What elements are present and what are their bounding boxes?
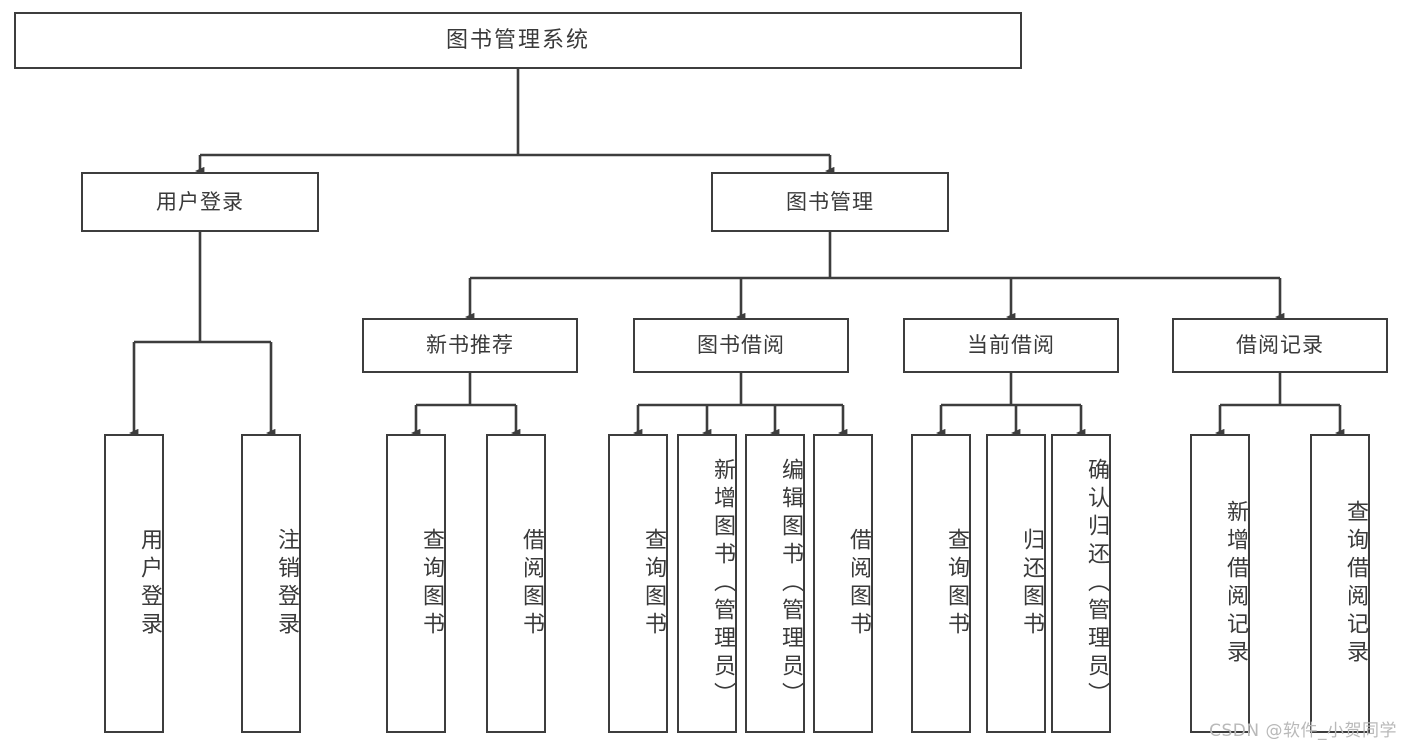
node-label: 借阅记录 (1236, 333, 1324, 358)
node-label: 注销登录 (274, 527, 299, 640)
node-leaf-borrow-book-borrow[interactable]: 借阅图书 (813, 434, 873, 733)
node-label: 查询图书 (419, 527, 444, 640)
node-borrow-record[interactable]: 借阅记录 (1172, 318, 1388, 373)
node-leaf-return-book[interactable]: 归还图书 (986, 434, 1046, 733)
node-leaf-query-borrow-record[interactable]: 查询借阅记录 (1310, 434, 1370, 733)
node-current-borrow[interactable]: 当前借阅 (903, 318, 1119, 373)
node-leaf-confirm-return-admin[interactable]: 确认归还（管理员） (1051, 434, 1111, 733)
node-label: 借阅图书 (846, 527, 871, 640)
node-label: 当前借阅 (967, 333, 1055, 358)
node-label: 新增借阅记录 (1223, 499, 1248, 668)
node-user-login[interactable]: 用户登录 (81, 172, 319, 232)
node-label: 新增图书（管理员） (710, 457, 735, 710)
watermark-text: CSDN @软件_小贺同学 (1209, 721, 1397, 741)
node-leaf-query-book-current[interactable]: 查询图书 (911, 434, 971, 733)
node-book-management[interactable]: 图书管理 (711, 172, 949, 232)
node-leaf-edit-book-admin[interactable]: 编辑图书（管理员） (745, 434, 805, 733)
node-leaf-logout[interactable]: 注销登录 (241, 434, 301, 733)
node-book-borrow[interactable]: 图书借阅 (633, 318, 849, 373)
node-label: 查询图书 (641, 527, 666, 640)
node-leaf-borrow-book-rec[interactable]: 借阅图书 (486, 434, 546, 733)
node-new-book-recommend[interactable]: 新书推荐 (362, 318, 578, 373)
node-label: 用户登录 (156, 189, 244, 214)
node-label: 图书管理 (786, 189, 874, 214)
node-leaf-add-borrow-record[interactable]: 新增借阅记录 (1190, 434, 1250, 733)
node-label: 编辑图书（管理员） (778, 457, 803, 710)
node-label: 借阅图书 (519, 527, 544, 640)
node-label: 归还图书 (1019, 527, 1044, 640)
node-label: 新书推荐 (426, 333, 514, 358)
node-leaf-add-book-admin[interactable]: 新增图书（管理员） (677, 434, 737, 733)
node-leaf-query-book-rec[interactable]: 查询图书 (386, 434, 446, 733)
node-label: 确认归还（管理员） (1084, 457, 1109, 710)
node-label: 图书管理系统 (445, 27, 590, 53)
node-label: 图书借阅 (697, 333, 785, 358)
node-leaf-user-login[interactable]: 用户登录 (104, 434, 164, 733)
node-root-system[interactable]: 图书管理系统 (14, 12, 1022, 69)
node-leaf-query-book-borrow[interactable]: 查询图书 (608, 434, 668, 733)
node-label: 用户登录 (137, 527, 162, 640)
node-label: 查询图书 (944, 527, 969, 640)
node-label: 查询借阅记录 (1343, 499, 1368, 668)
